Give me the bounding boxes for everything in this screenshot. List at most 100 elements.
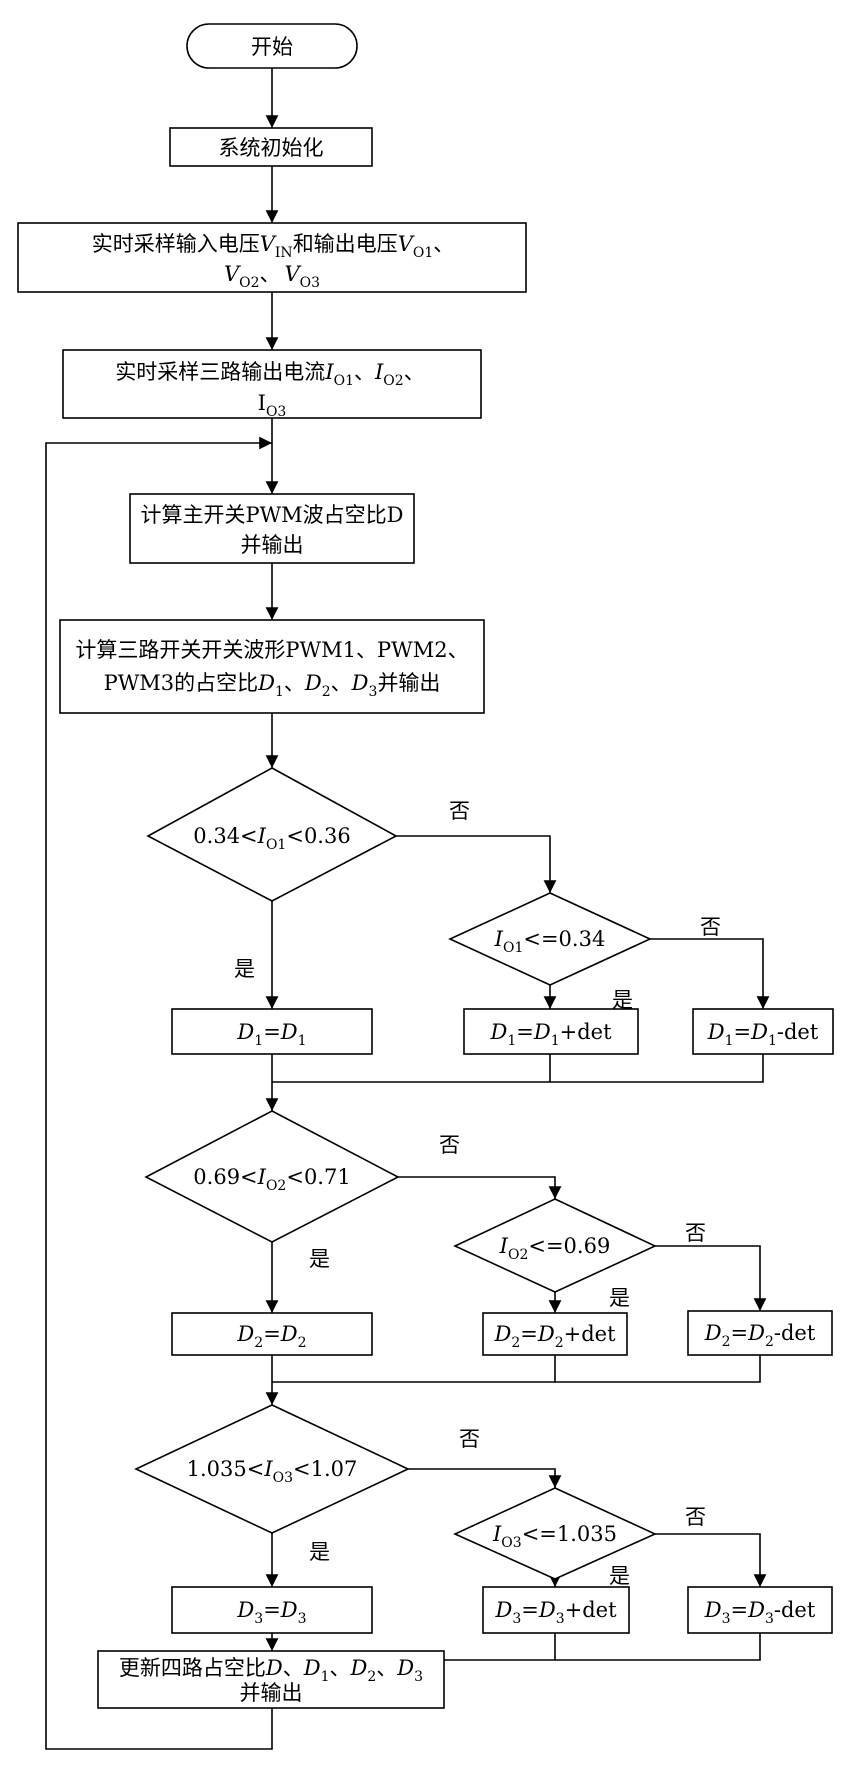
cond3-no-label: 否 xyxy=(459,1427,480,1451)
init-label: 系统初始化 xyxy=(219,136,324,160)
d1-keep-box xyxy=(171,1008,373,1055)
d3d-bs: 3 xyxy=(765,1611,774,1627)
vo3-subscript: O3 xyxy=(300,275,320,291)
d2d-as: 2 xyxy=(722,1334,731,1350)
sub2-diamond xyxy=(453,1198,657,1293)
d1i-bs: 1 xyxy=(551,1033,560,1049)
sub3-sub: O3 xyxy=(501,1535,521,1551)
connectors xyxy=(45,68,770,1750)
update-sep2: 、 xyxy=(376,1656,397,1680)
edge-sub2-no xyxy=(655,1245,767,1311)
d3-inc-label: D3=D3+det xyxy=(494,1598,617,1627)
d1k-b: D xyxy=(280,1020,298,1044)
calc-three-sep1: 、 xyxy=(284,671,305,695)
d2-symbol: D xyxy=(304,671,322,695)
sub1-diamond xyxy=(448,892,652,986)
calc-three-line2: PWM3的占空比D1、D2、D3并输出 xyxy=(104,671,441,700)
d1-dec-box xyxy=(692,1008,834,1055)
vin-subscript: IN xyxy=(275,245,293,261)
sample-voltage-line2: VO2、VO3 xyxy=(224,262,320,291)
d2d-eq: = xyxy=(730,1321,748,1345)
d1-keep-label: D1=D1 xyxy=(236,1020,306,1049)
d1i-as: 1 xyxy=(507,1033,516,1049)
d2i-b: D xyxy=(537,1322,555,1346)
calc-main-shape xyxy=(129,493,415,564)
d3k-eq: = xyxy=(263,1598,281,1622)
cond1-label: 0.34<IO1<0.36 xyxy=(193,824,350,853)
d1-dec-label: D1=D1-det xyxy=(707,1020,819,1049)
d2i-eq: = xyxy=(520,1322,538,1346)
d1-subscript: 1 xyxy=(275,684,284,700)
update-d: D xyxy=(265,1656,283,1680)
sub1-rest: <=0.34 xyxy=(523,927,605,951)
sub3-no-label: 否 xyxy=(685,1505,706,1529)
vo2-symbol: V xyxy=(224,262,241,286)
d2d-b: D xyxy=(747,1321,765,1345)
edge-cond3-no xyxy=(408,1468,562,1488)
d3-dec-label: D3=D3-det xyxy=(704,1598,816,1627)
update-line2: 并输出 xyxy=(240,1681,303,1705)
sub3-i: I xyxy=(492,1522,502,1546)
d3i-det: +det xyxy=(565,1598,617,1622)
d2k-as: 2 xyxy=(254,1335,263,1351)
d1i-eq: = xyxy=(516,1020,534,1044)
d3-keep-label: D3=D3 xyxy=(236,1598,306,1627)
d1k-a: D xyxy=(236,1020,254,1044)
d1-inc-label: D1=D1+det xyxy=(489,1020,612,1049)
init-shape xyxy=(169,127,373,167)
sample-current-sep1: 、 xyxy=(354,360,375,384)
update-sep1: 、 xyxy=(330,1656,351,1680)
update-prefix: 更新四路占空比 xyxy=(119,1656,266,1680)
sub3-diamond xyxy=(453,1487,657,1580)
cond3-label: 1.035<IO3<1.07 xyxy=(187,1457,358,1486)
sub3-rest: <=1.035 xyxy=(522,1522,617,1546)
update-d3: D xyxy=(396,1656,414,1680)
calc-main-line1: 计算主开关PWM波占空比D xyxy=(140,503,403,527)
d3i-as: 3 xyxy=(512,1611,521,1627)
cond3-low: 1.035< xyxy=(187,1457,265,1481)
d2-keep-label: D2=D2 xyxy=(236,1322,306,1351)
cond2-low: 0.69< xyxy=(193,1165,257,1189)
d3d-eq: = xyxy=(730,1598,748,1622)
start-label: 开始 xyxy=(251,35,293,59)
d2k-bs: 2 xyxy=(298,1335,307,1351)
cond1-low: 0.34< xyxy=(193,824,257,848)
d3-keep-box xyxy=(171,1586,373,1634)
d3d-as: 3 xyxy=(722,1611,731,1627)
d1k-eq: = xyxy=(263,1020,281,1044)
cond3-yes-label: 是 xyxy=(309,1540,330,1564)
cond1-diamond xyxy=(146,767,398,902)
d1d-b: D xyxy=(750,1020,768,1044)
d3i-eq: = xyxy=(521,1598,539,1622)
vo2-subscript: O2 xyxy=(239,275,259,291)
sub1-yes-label: 是 xyxy=(612,988,633,1012)
edge-sub1-no xyxy=(650,938,770,1009)
sample-voltage-node: 实时采样输入电压VIN和输出电压VO1、 VO2、VO3 xyxy=(17,222,527,293)
edge-merge2-right xyxy=(555,1355,761,1383)
d2-subscript: 2 xyxy=(322,684,331,700)
cond1-high: <0.36 xyxy=(286,824,350,848)
cond3-high: <1.07 xyxy=(293,1457,357,1481)
d1d-as: 1 xyxy=(725,1033,734,1049)
d2-dec-label: D2=D2-det xyxy=(704,1321,816,1350)
edge-cond1-no xyxy=(396,835,557,893)
sample-current-line1: 实时采样三路输出电流IO1、IO2、 xyxy=(115,360,424,389)
sample-current-node: 实时采样三路输出电流IO1、IO2、 IO3 xyxy=(62,349,482,420)
d2d-det: -det xyxy=(774,1321,816,1345)
start-shape xyxy=(186,23,358,69)
sub2-yes-label: 是 xyxy=(609,1286,630,1310)
edge-merge3-right xyxy=(555,1633,761,1661)
edge-loop-return xyxy=(45,436,273,1750)
d2-keep-box xyxy=(171,1312,373,1356)
cond2-sub: O2 xyxy=(266,1178,286,1194)
edge-sub3-no xyxy=(655,1533,767,1587)
sub1-i: I xyxy=(494,927,504,951)
d1d-eq: = xyxy=(733,1020,751,1044)
calc-three-sep2: 、 xyxy=(331,671,352,695)
sub1-label: IO1<=0.34 xyxy=(494,927,606,956)
d1k-as: 1 xyxy=(254,1033,263,1049)
sub2-i: I xyxy=(499,1234,509,1258)
d1i-b: D xyxy=(533,1020,551,1044)
d3-symbol: D xyxy=(351,671,369,695)
